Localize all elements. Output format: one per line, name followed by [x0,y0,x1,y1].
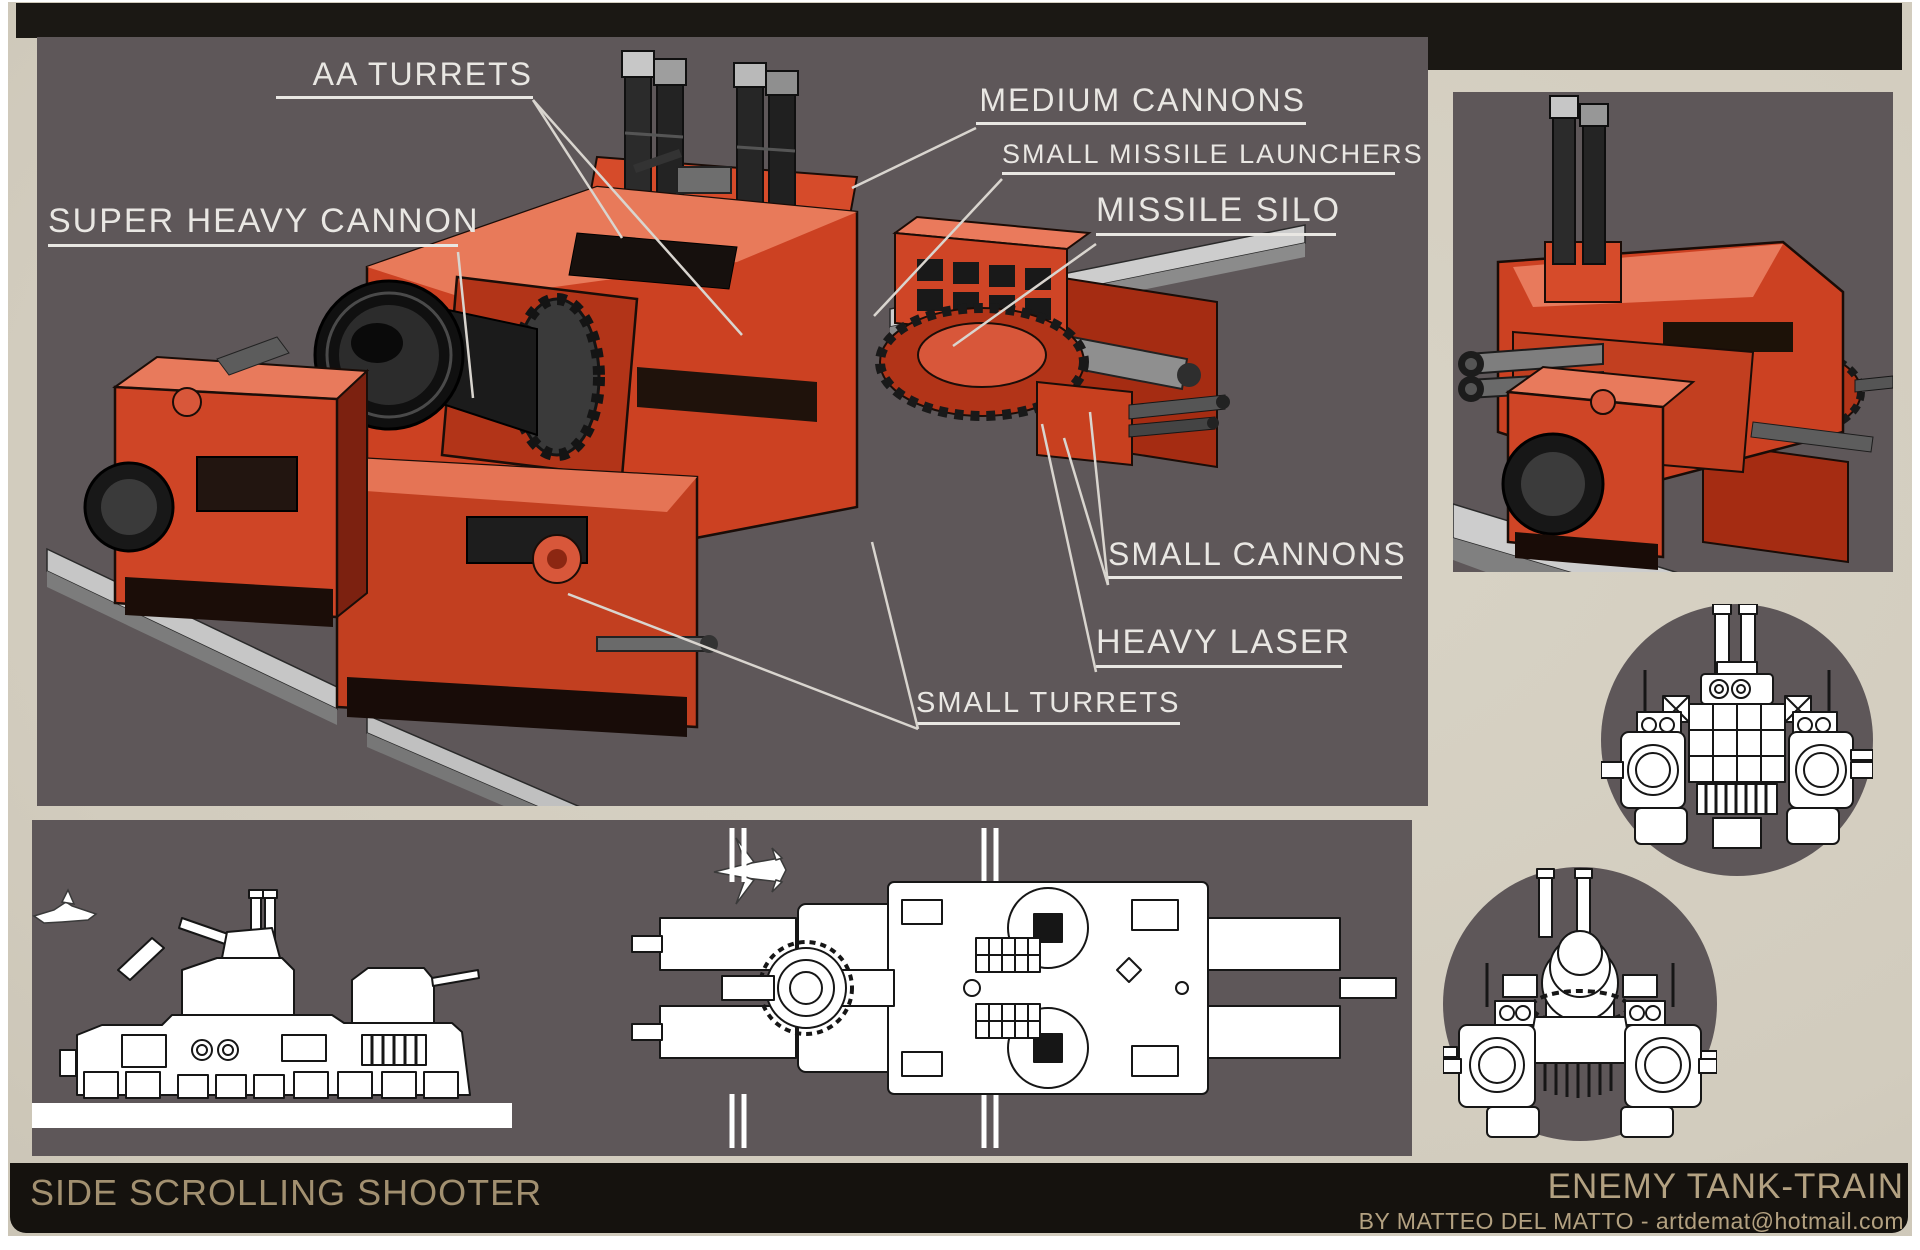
tank-train-front-lineart [1443,868,1717,1138]
callout-small-missile-launchers: SMALL MISSILE LAUNCHERS [1002,140,1422,176]
callout-heavy-laser: HEAVY LASER [1096,624,1349,668]
ground-strip [32,1103,512,1128]
front-car-group [83,336,370,627]
project-title: SIDE SCROLLING SHOOTER [30,1172,543,1213]
tank-train-back-lineart [1601,604,1873,849]
callout-small-turrets: SMALL TURRETS [916,688,1180,726]
tank-train-blueprints [32,828,1397,1148]
tank-train-top-lineart [631,828,1397,1148]
footer-credits: ENEMY TANK-TRAIN BY MATTEO DEL MATTO - a… [1359,1167,1904,1235]
fighter-jet-top-icon [713,837,787,905]
callout-missile-silo: MISSILE SILO [1096,192,1339,236]
mid-car-group [335,455,718,737]
callout-small-cannons: SMALL CANNONS [1108,537,1405,579]
tank-train-secondary-art [1453,95,1893,572]
callout-aa-turrets: AA TURRETS [276,57,533,99]
subject-title: ENEMY TANK-TRAIN [1547,1167,1904,1206]
footer-bar [10,1163,1908,1233]
top-header-bar [16,3,1902,70]
tank-train-side-lineart [59,889,480,1099]
fighter-jet-side-icon [32,888,98,924]
callout-super-heavy-cannon: SUPER HEAVY CANNON [48,203,478,247]
author-byline: BY MATTEO DEL MATTO - artdemat@hotmail.c… [1358,1208,1904,1234]
callout-medium-cannons: MEDIUM CANNONS [976,83,1306,125]
